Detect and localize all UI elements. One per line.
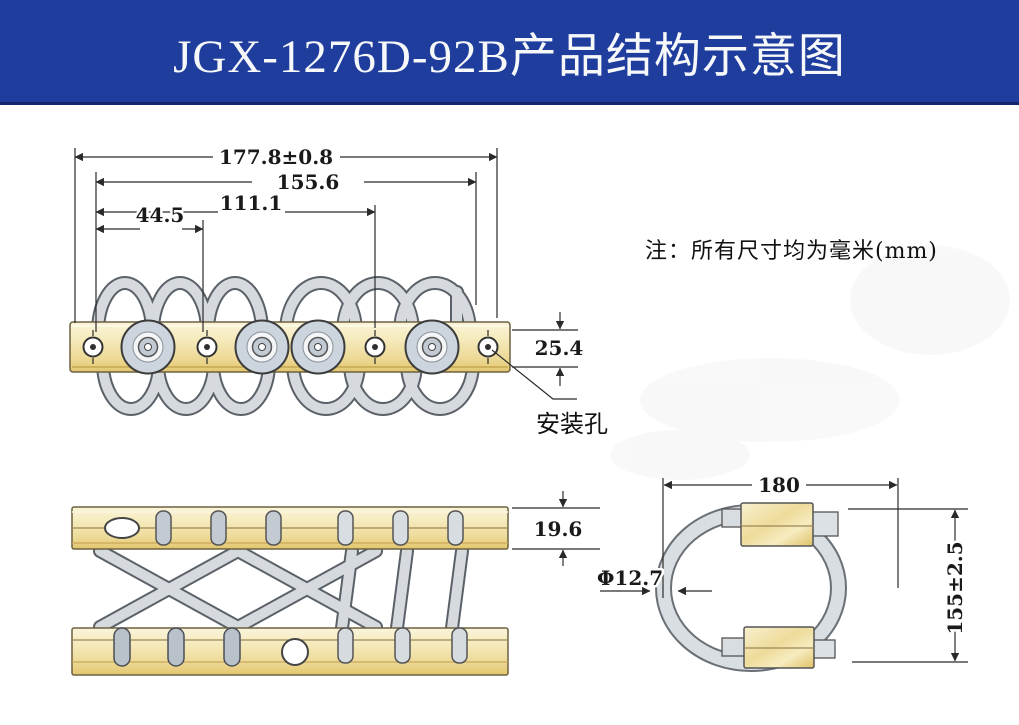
end-view: 180 155±2.5 Φ12.7 bbox=[595, 471, 970, 672]
side-view-top-bar bbox=[71, 506, 509, 550]
mounting-holes bbox=[82, 330, 499, 364]
front-view: 177.8±0.8 155.6 111.1 44.5 25.4 安装孔 bbox=[69, 143, 608, 438]
side-view-bottom-bar bbox=[71, 627, 509, 676]
end-view-clamps bbox=[721, 502, 839, 669]
dim-length-4: 44.5 bbox=[136, 203, 185, 227]
background-smudges bbox=[610, 245, 1010, 480]
dim-length-2: 155.6 bbox=[277, 170, 340, 194]
dim-outer-height: 155±2.5 bbox=[943, 541, 967, 634]
dim-bar-width: 25.4 bbox=[535, 336, 584, 360]
dim-outer-width: 180 bbox=[758, 473, 800, 497]
rope-clamp-fittings bbox=[120, 319, 460, 375]
unit-note: 注：所有尺寸均为毫米(mm) bbox=[645, 239, 938, 264]
front-view-dimensions: 177.8±0.8 155.6 111.1 44.5 25.4 安装孔 bbox=[74, 143, 608, 438]
side-view-dimensions: 19.6 bbox=[512, 491, 600, 566]
side-view: 19.6 bbox=[71, 491, 600, 676]
mounting-hole-label: 安装孔 bbox=[536, 410, 608, 438]
rope-lattice bbox=[93, 544, 469, 635]
rope-coils-bottom bbox=[96, 356, 480, 416]
end-view-dimensions: 180 155±2.5 Φ12.7 bbox=[595, 471, 970, 663]
dim-bar-thickness: 19.6 bbox=[534, 517, 583, 541]
dim-overall-length: 177.8±0.8 bbox=[219, 145, 333, 169]
dim-rope-diameter: Φ12.7 bbox=[597, 566, 663, 590]
header-banner: JGX-1276D-92B产品结构示意图 bbox=[0, 0, 1019, 105]
dim-length-3: 111.1 bbox=[220, 191, 283, 215]
page-title: JGX-1276D-92B产品结构示意图 bbox=[173, 30, 846, 83]
rope-coils-top bbox=[91, 276, 477, 339]
